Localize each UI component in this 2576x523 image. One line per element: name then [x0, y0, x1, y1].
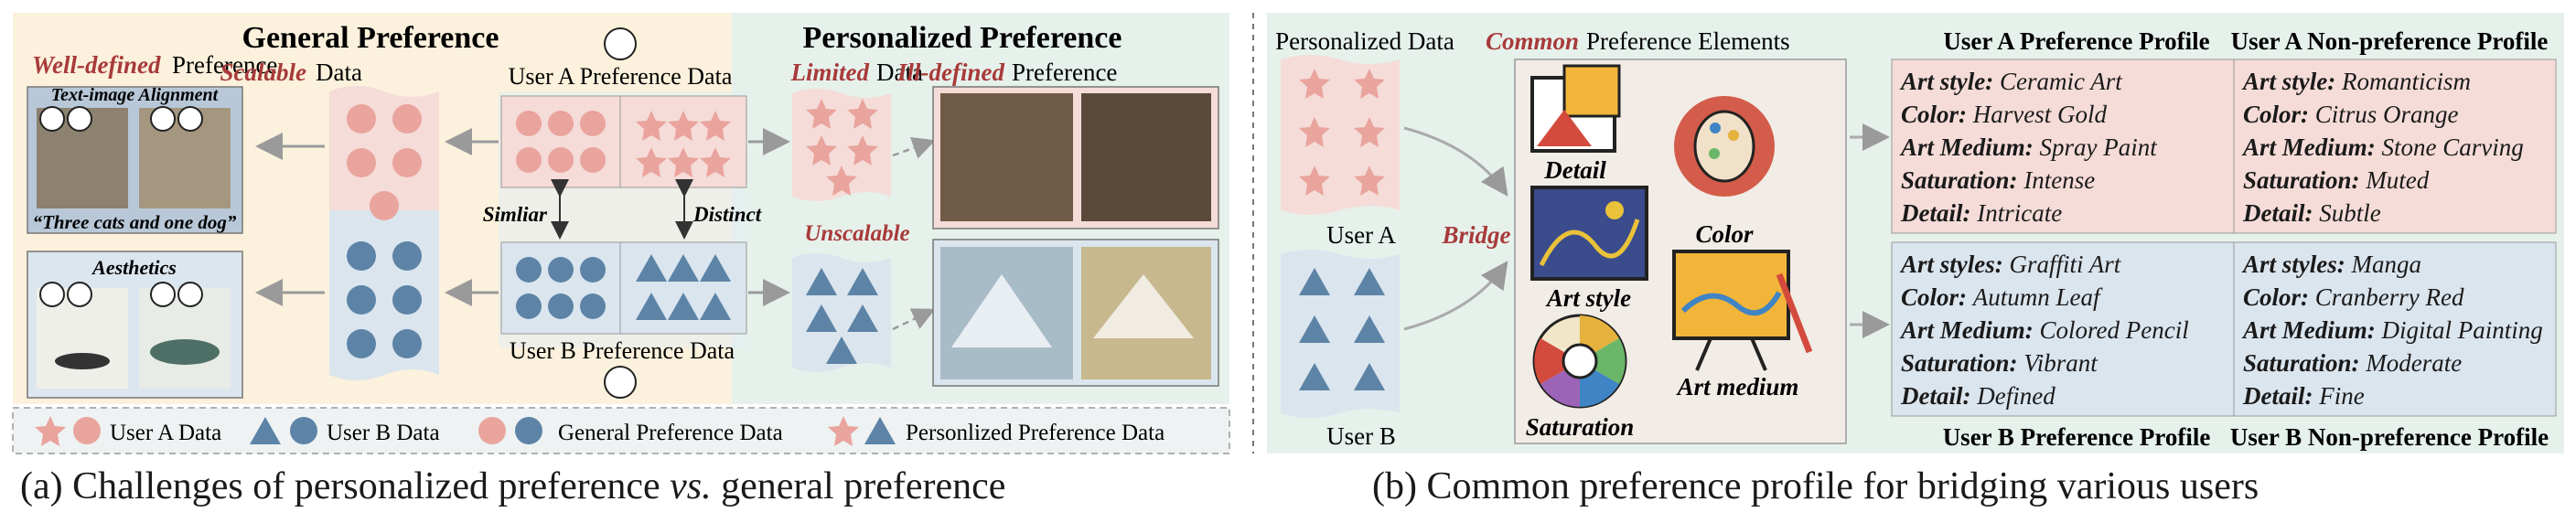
unscalable-label: Unscalable: [804, 221, 909, 246]
art-medium-icon: [1672, 250, 1813, 371]
art-style-icon: [1530, 186, 1648, 281]
user-a-label: User A: [1326, 221, 1396, 249]
user-b-label: User B: [1326, 422, 1396, 450]
user-b-general-box: [500, 241, 621, 335]
b-pref-title: User B Preference Profile: [1943, 423, 2211, 451]
profile-row: Art styles: Manga: [2243, 251, 2421, 278]
sculpture-photo-2: [1081, 93, 1211, 221]
similar-label: Simliar: [483, 203, 548, 226]
caption-quote: “Three cats and one dog”: [33, 211, 237, 233]
element-art-style: Art style: [1545, 284, 1631, 312]
caption-b: (b) Common preference profile for bridgi…: [1372, 465, 2259, 507]
profile-row: Color: Harvest Gold: [1901, 101, 2107, 128]
a-pref-box: [1891, 59, 2235, 234]
profile-row: Detail: Subtle: [2243, 199, 2381, 227]
text-image-alignment-label: Text-image Alignment: [51, 85, 220, 105]
b-non-title: User B Non-preference Profile: [2230, 423, 2549, 451]
title-general: General Preference: [242, 21, 499, 55]
profile-row: Art style: Ceramic Art: [1901, 68, 2122, 95]
profile-row: Art styles: Graffiti Art: [1901, 251, 2121, 278]
profile-row: Art style: Romanticism: [2243, 68, 2471, 95]
b-non-profile: Art styles: Manga Color: Cranberry Red A…: [2234, 242, 2556, 418]
panel-a: General Preference Personalized Preferen…: [12, 13, 1230, 454]
user-a-blob: [1281, 55, 1400, 215]
preference-word: Preference: [172, 51, 277, 79]
sculpture-photo-1: [940, 93, 1073, 221]
element-color: Color: [1695, 220, 1754, 248]
profile-row: Color: Autumn Leaf: [1901, 283, 2100, 311]
a-pref-profile: Art style: Ceramic Art Color: Harvest Go…: [1892, 59, 2234, 235]
ill-defined-preference-word: Preference: [1012, 59, 1117, 86]
profile-row: Art Medium: Stone Carving: [2243, 133, 2524, 161]
detail-icon: [1530, 64, 1621, 153]
aesthetics-label: Aesthetics: [91, 256, 177, 279]
legend-general: General Preference Data: [558, 421, 783, 445]
caption-a: (a) Challenges of personalized preferenc…: [20, 465, 1006, 507]
user-a-data-label: User A Preference Data: [509, 63, 733, 90]
a-non-profile: Art style: Romanticism Color: Citrus Ora…: [2234, 59, 2556, 235]
scalable-pink-circles: [347, 104, 422, 220]
distinct-label: Distinct: [692, 203, 762, 226]
legend-personalized: Personlized Preference Data: [906, 421, 1165, 445]
panel-b: Personalized Data User A User B Bridge C…: [1267, 13, 2564, 454]
profile-row: Detail: Fine: [2243, 382, 2365, 410]
profile-row: Color: Citrus Orange: [2243, 101, 2459, 128]
user-b-blob: [1281, 250, 1400, 418]
personalized-data-label: Personalized Data: [1275, 27, 1454, 55]
element-detail: Detail: [1543, 156, 1606, 184]
bridge-label: Bridge: [1441, 221, 1510, 249]
limited-data-word: Data: [876, 59, 923, 86]
profile-row: Saturation: Muted: [2243, 166, 2430, 194]
profile-row: Saturation: Moderate: [2243, 349, 2463, 377]
limited-label: Limited: [790, 59, 870, 86]
profile-row: Saturation: Intense: [1901, 166, 2096, 194]
b-non-box: [2233, 241, 2557, 417]
color-palette-icon: [1674, 96, 1775, 197]
a-non-box: [2233, 59, 2557, 234]
element-saturation: Saturation: [1526, 413, 1635, 441]
scalable-label: Scalable: [220, 59, 307, 86]
profile-row: Detail: Defined: [1901, 382, 2055, 410]
profile-row: Art Medium: Colored Pencil: [1901, 316, 2189, 344]
scalable-data-word: Data: [316, 59, 362, 86]
b-pref-box: [1891, 241, 2235, 417]
legend-box: [12, 407, 1230, 454]
saturation-wheel-icon: [1532, 314, 1627, 409]
well-defined-label: Well-defined: [32, 51, 161, 79]
profile-row: Art Medium: Digital Painting: [2243, 316, 2543, 344]
b-pref-profile: Art styles: Graffiti Art Color: Autumn L…: [1892, 242, 2234, 418]
a-non-title: User A Non-preference Profile: [2231, 27, 2549, 55]
element-art-medium: Art medium: [1676, 373, 1799, 400]
user-a-personal-box: [619, 95, 747, 188]
profile-row: Art Medium: Spray Paint: [1901, 133, 2157, 161]
legend-user-b: User B Data: [327, 421, 440, 445]
legend-user-a: User A Data: [110, 421, 221, 445]
title-personalized: Personalized Preference: [803, 21, 1122, 55]
preference-elements-label: Preference Elements: [1586, 27, 1790, 55]
ill-defined-label: Ill-defined: [896, 59, 1004, 86]
profile-row: Detail: Intricate: [1901, 199, 2063, 227]
a-pref-title: User A Preference Profile: [1943, 27, 2209, 55]
common-label: Common: [1486, 27, 1579, 55]
scalable-blue-circles: [347, 241, 422, 358]
legend: User A Data User B Data General Preferen…: [35, 416, 1165, 446]
user-b-data-label: User B Preference Data: [510, 337, 735, 364]
profile-row: Saturation: Vibrant: [1901, 349, 2098, 377]
profile-row: Color: Cranberry Red: [2243, 283, 2464, 311]
user-a-general-box: [500, 95, 621, 188]
